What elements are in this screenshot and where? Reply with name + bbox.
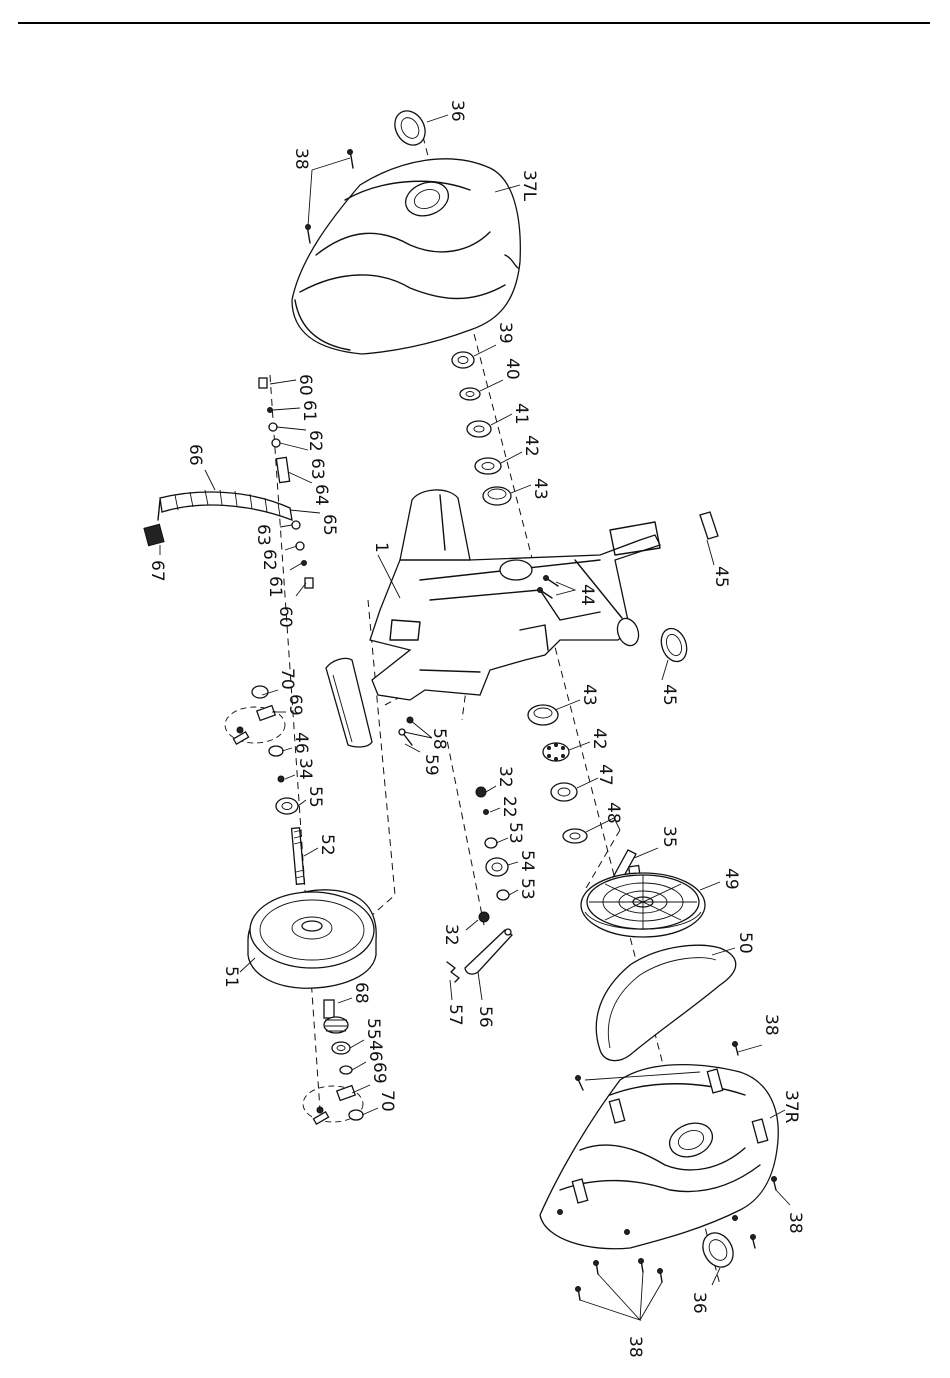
part-49-pulley	[581, 873, 705, 937]
part-46-55-axle-hardware-upper	[269, 746, 298, 814]
part-66-brake-strap	[158, 490, 292, 520]
label-47: 47	[595, 764, 615, 786]
label-67: 67	[147, 560, 167, 582]
label-43-bottom: 43	[579, 684, 599, 706]
label-68: 68	[351, 982, 371, 1004]
label-70-top: 70	[277, 668, 297, 690]
label-55-top: 55	[305, 786, 325, 808]
part-37R-right-cover	[540, 1065, 778, 1249]
part-45-end-caps	[657, 512, 718, 665]
label-70-bottom: 70	[377, 1090, 397, 1112]
label-48: 48	[603, 802, 623, 824]
axis-belt-guide-line	[355, 600, 395, 930]
part-belt-guide-tube	[326, 658, 372, 747]
label-63-bottom: 63	[253, 524, 273, 546]
label-1: 1	[371, 542, 391, 553]
part-52-flywheel-axle	[292, 828, 305, 884]
label-38-bottom: 38	[625, 1336, 645, 1358]
label-50: 50	[735, 932, 755, 954]
label-45-lower: 45	[659, 684, 679, 706]
label-35: 35	[659, 826, 679, 848]
label-61-top: 61	[299, 400, 319, 422]
part-43-48-bearing-stack-lower	[528, 705, 587, 843]
label-62-top: 62	[305, 430, 325, 452]
label-36-top: 36	[447, 100, 467, 122]
label-65: 65	[319, 514, 339, 536]
label-58: 58	[429, 728, 449, 750]
label-53-bottom: 53	[517, 878, 537, 900]
part-69-70-adjuster-lower	[303, 1086, 363, 1125]
label-32-bottom: 32	[441, 924, 461, 946]
part-68-freewheel	[324, 1000, 348, 1033]
label-54: 54	[517, 850, 537, 872]
part-1-main-frame	[370, 490, 660, 700]
label-42-top: 42	[521, 435, 541, 457]
label-41: 41	[511, 403, 531, 425]
label-37L: 37L	[519, 170, 539, 202]
label-38-top: 38	[291, 148, 311, 170]
label-52: 52	[317, 834, 337, 856]
label-36-bottom: 36	[689, 1292, 709, 1314]
label-46-bottom: 46	[365, 1040, 385, 1062]
part-69-70-adjuster-upper	[225, 686, 285, 744]
label-34: 34	[295, 758, 315, 780]
label-56: 56	[475, 1006, 495, 1028]
label-55-bottom: 55	[363, 1018, 383, 1040]
label-69-bottom: 69	[369, 1062, 389, 1084]
label-42-bottom: 42	[589, 728, 609, 750]
label-45-right: 45	[711, 566, 731, 588]
label-69-top: 69	[285, 694, 305, 716]
axis-idler-line	[445, 730, 485, 930]
label-64: 64	[311, 484, 331, 506]
label-53-top: 53	[505, 822, 525, 844]
part-46-55-axle-hardware-lower	[332, 1042, 352, 1074]
label-46-top: 46	[291, 732, 311, 754]
label-40: 40	[502, 358, 522, 380]
label-60-top: 60	[295, 374, 315, 396]
label-38-right-bottom: 38	[785, 1212, 805, 1234]
label-37R: 37R	[781, 1090, 801, 1124]
label-39: 39	[495, 322, 515, 344]
part-37L-left-cover	[292, 159, 520, 354]
label-60-bottom: 60	[275, 606, 295, 628]
label-49: 49	[721, 868, 741, 890]
label-66: 66	[185, 444, 205, 466]
part-36-top-cap	[389, 105, 431, 150]
part-51-flywheel	[248, 890, 376, 988]
label-61-bottom: 61	[265, 576, 285, 598]
label-32-top: 32	[495, 766, 515, 788]
label-51: 51	[221, 966, 241, 988]
label-38-right-top: 38	[761, 1014, 781, 1036]
label-57: 57	[445, 1004, 465, 1026]
label-22: 22	[499, 796, 519, 818]
part-50-drive-belt	[596, 945, 736, 1060]
label-59: 59	[421, 754, 441, 776]
label-44: 44	[577, 584, 597, 606]
label-43-top: 43	[530, 478, 550, 500]
label-62-bottom: 62	[259, 549, 279, 571]
part-36-bottom-cap	[697, 1227, 739, 1272]
part-67-knob	[144, 524, 164, 546]
label-63-top: 63	[307, 458, 327, 480]
